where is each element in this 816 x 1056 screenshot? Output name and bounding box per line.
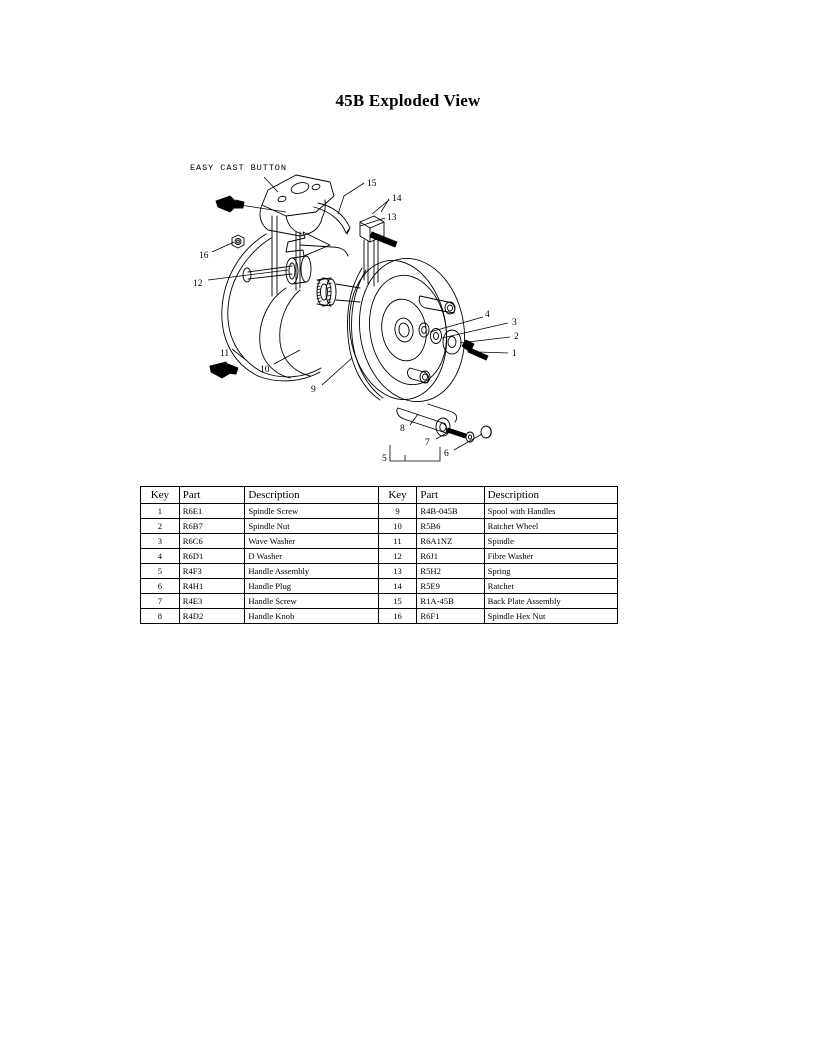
cell-desc-right: Ratchet xyxy=(483,578,619,594)
header-desc-left: Description xyxy=(244,486,379,504)
cell-key-right: 16 xyxy=(377,608,418,624)
cell-part-left: R4F3 xyxy=(178,563,246,579)
callout-9: 9 xyxy=(311,385,316,395)
callout-11: 11 xyxy=(220,349,229,359)
table-row: 6 R4H1 Handle Plug 14 R5E9 Ratchet xyxy=(140,578,619,594)
callout-16: 16 xyxy=(199,251,209,261)
callout-15: 15 xyxy=(367,179,377,189)
header-key-right: Key xyxy=(377,486,418,504)
table-header-row: Key Part Description Key Part Descriptio… xyxy=(140,486,619,504)
cell-key-left: 1 xyxy=(140,503,180,519)
callout-13: 13 xyxy=(387,213,397,223)
cell-key-left: 7 xyxy=(140,593,180,609)
cell-desc-left: Handle Plug xyxy=(244,578,379,594)
callout-14: 14 xyxy=(392,194,402,204)
cell-part-right: R5B6 xyxy=(416,518,485,534)
cell-part-left: R6E1 xyxy=(178,503,246,519)
cell-key-left: 8 xyxy=(140,608,180,624)
callout-4: 4 xyxy=(485,310,490,320)
cell-key-right: 12 xyxy=(377,548,418,564)
table-row: 1 R6E1 Spindle Screw 9 R4B-045B Spool wi… xyxy=(140,503,619,519)
cell-desc-left: Handle Assembly xyxy=(244,563,379,579)
cell-key-right: 11 xyxy=(377,533,418,549)
reel-line-drawing: 1 2 3 4 5 6 7 8 9 10 11 12 13 14 15 16 E… xyxy=(190,163,519,464)
callout-6: 6 xyxy=(444,449,449,459)
header-desc-right: Description xyxy=(483,486,619,504)
cell-key-left: 3 xyxy=(140,533,180,549)
cell-key-left: 2 xyxy=(140,518,180,534)
cell-desc-left: Spindle Nut xyxy=(244,518,379,534)
cell-desc-left: Wave Washer xyxy=(244,533,379,549)
cell-part-right: R5E9 xyxy=(416,578,485,594)
header-part-right: Part xyxy=(416,486,485,504)
cell-part-right: R6J1 xyxy=(416,548,485,564)
callout-7: 7 xyxy=(425,438,430,448)
table-row: 5 R4F3 Handle Assembly 13 R5H2 Spring xyxy=(140,563,619,579)
cell-part-right: R6F1 xyxy=(416,608,485,624)
header-key-left: Key xyxy=(140,486,180,504)
parts-table: Key Part Description Key Part Descriptio… xyxy=(140,486,619,624)
cell-key-right: 13 xyxy=(377,563,418,579)
cell-desc-right: Ratchet Wheel xyxy=(483,518,619,534)
cell-key-left: 4 xyxy=(140,548,180,564)
cell-desc-left: Handle Knob xyxy=(244,608,379,624)
callout-8: 8 xyxy=(400,424,405,434)
cell-part-left: R4D2 xyxy=(178,608,246,624)
callout-5: 5 xyxy=(382,454,387,464)
callout-10: 10 xyxy=(260,365,270,375)
cell-part-left: R6D1 xyxy=(178,548,246,564)
cell-key-left: 6 xyxy=(140,578,180,594)
cell-key-right: 15 xyxy=(377,593,418,609)
cell-key-right: 14 xyxy=(377,578,418,594)
cell-desc-right: Spindle Hex Nut xyxy=(483,608,619,624)
table-row: 7 R4E3 Handle Screw 15 R1A-45B Back Plat… xyxy=(140,593,619,609)
cell-desc-right: Spindle xyxy=(483,533,619,549)
table-row: 3 R6C6 Wave Washer 11 R6A1NZ Spindle xyxy=(140,533,619,549)
callout-1: 1 xyxy=(512,349,517,359)
table-row: 2 R6B7 Spindle Nut 10 R5B6 Ratchet Wheel xyxy=(140,518,619,534)
cell-desc-left: D Washer xyxy=(244,548,379,564)
cell-part-right: R4B-045B xyxy=(416,503,485,519)
header-part-left: Part xyxy=(178,486,246,504)
cell-desc-left: Spindle Screw xyxy=(244,503,379,519)
exploded-view-diagram: 1 2 3 4 5 6 7 8 9 10 11 12 13 14 15 16 E… xyxy=(150,140,550,480)
cell-part-left: R4E3 xyxy=(178,593,246,609)
cell-part-right: R6A1NZ xyxy=(416,533,485,549)
table-row: 8 R4D2 Handle Knob 16 R6F1 Spindle Hex N… xyxy=(140,608,619,624)
cell-part-right: R1A-45B xyxy=(416,593,485,609)
cell-desc-right: Fibre Washer xyxy=(483,548,619,564)
cell-key-right: 10 xyxy=(377,518,418,534)
callout-3: 3 xyxy=(512,318,517,328)
callout-2: 2 xyxy=(514,332,519,342)
page-title: 45B Exploded View xyxy=(335,91,481,110)
cell-part-right: R5H2 xyxy=(416,563,485,579)
cell-desc-right: Spool with Handles xyxy=(483,503,619,519)
cell-key-left: 5 xyxy=(140,563,180,579)
cell-desc-left: Handle Screw xyxy=(244,593,379,609)
callout-numbers: 1 2 3 4 5 6 7 8 9 10 11 12 13 14 15 16 xyxy=(193,179,519,464)
cell-key-right: 9 xyxy=(377,503,418,519)
cell-part-left: R6B7 xyxy=(178,518,246,534)
cell-desc-right: Spring xyxy=(483,563,619,579)
table-row: 4 R6D1 D Washer 12 R6J1 Fibre Washer xyxy=(140,548,619,564)
easy-cast-button-label: EASY CAST BUTTON xyxy=(190,163,287,173)
cell-part-left: R6C6 xyxy=(178,533,246,549)
callout-12: 12 xyxy=(193,279,203,289)
cell-desc-right: Back Plate Assembly xyxy=(483,593,619,609)
cell-part-left: R4H1 xyxy=(178,578,246,594)
